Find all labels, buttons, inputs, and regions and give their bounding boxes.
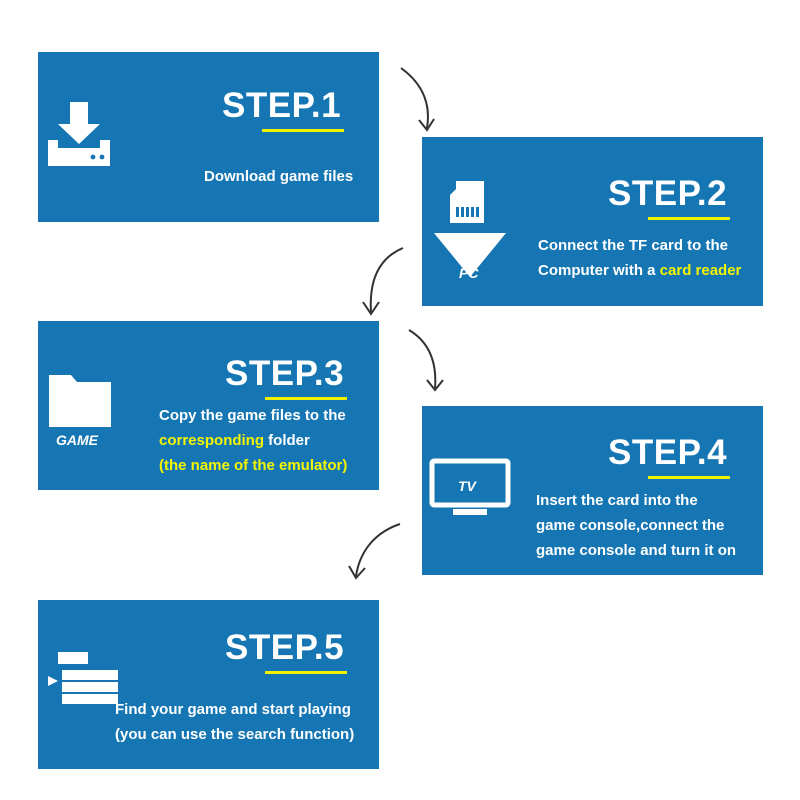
step-3-title: STEP.3 bbox=[225, 354, 347, 400]
arrow-step2-to-step3 bbox=[362, 247, 404, 316]
sd-card-to-pc-icon bbox=[432, 179, 508, 284]
step-5-card: STEP.5 Find your game and start playing (… bbox=[38, 600, 379, 769]
step-4-description: Insert the card into the game console,con… bbox=[536, 488, 736, 563]
description-text: folder bbox=[264, 432, 310, 449]
highlight-text: card reader bbox=[659, 262, 742, 279]
description-text: Copy the game files to the bbox=[159, 407, 346, 424]
description-text: Download game files bbox=[204, 168, 354, 185]
game-label: GAME bbox=[56, 432, 98, 448]
tv-icon bbox=[429, 458, 511, 523]
download-icon bbox=[46, 96, 112, 173]
description-line: game console and turn it on bbox=[536, 538, 736, 563]
step-3-description: Copy the game files to the corresponding … bbox=[159, 403, 347, 478]
description-text: Connect the TF card to the bbox=[538, 237, 729, 254]
description-line: Copy the game files to the bbox=[159, 403, 347, 428]
highlight-text: (the name of the emulator) bbox=[159, 457, 348, 474]
description-line: Insert the card into the bbox=[536, 488, 736, 513]
highlight-text: corresponding bbox=[159, 432, 265, 449]
arrow-step1-to-step2 bbox=[400, 67, 435, 132]
game-list-icon bbox=[46, 650, 122, 715]
step-4-card: TV STEP.4 Insert the card into the game c… bbox=[422, 406, 763, 575]
description-line: Find your game and start playing bbox=[115, 697, 354, 722]
arrow-step3-to-step4 bbox=[408, 329, 444, 392]
description-text: Insert the card into the bbox=[536, 492, 698, 509]
description-line: (you can use the search function) bbox=[115, 722, 354, 747]
folder-icon bbox=[47, 373, 113, 434]
step-1-card: STEP.1 Download game files bbox=[38, 52, 379, 222]
step-4-title: STEP.4 bbox=[608, 433, 730, 479]
tv-label: TV bbox=[458, 478, 476, 494]
step-3-card: GAME STEP.3 Copy the game files to the co… bbox=[38, 321, 379, 490]
step-2-title: STEP.2 bbox=[608, 174, 730, 220]
description-line: Download game files bbox=[204, 164, 353, 189]
step-1-description: Download game files bbox=[204, 164, 353, 189]
description-text: Find your game and start playing bbox=[115, 701, 351, 718]
description-text: game console and turn it on bbox=[536, 542, 737, 559]
description-line: Connect the TF card to the bbox=[538, 233, 741, 258]
description-text: game console,connect the bbox=[536, 517, 725, 534]
description-line: corresponding folder bbox=[159, 428, 347, 453]
pc-label: PC bbox=[459, 265, 479, 281]
description-line: Computer with a card reader bbox=[538, 258, 741, 283]
step-1-title: STEP.1 bbox=[222, 86, 344, 132]
description-line: (the name of the emulator) bbox=[159, 453, 347, 478]
step-5-title: STEP.5 bbox=[225, 628, 347, 674]
description-line: game console,connect the bbox=[536, 513, 736, 538]
description-text: Computer with a bbox=[538, 262, 660, 279]
description-text: (you can use the search function) bbox=[115, 726, 355, 743]
arrow-step4-to-step5 bbox=[348, 523, 401, 580]
step-5-description: Find your game and start playing (you can… bbox=[115, 697, 354, 747]
